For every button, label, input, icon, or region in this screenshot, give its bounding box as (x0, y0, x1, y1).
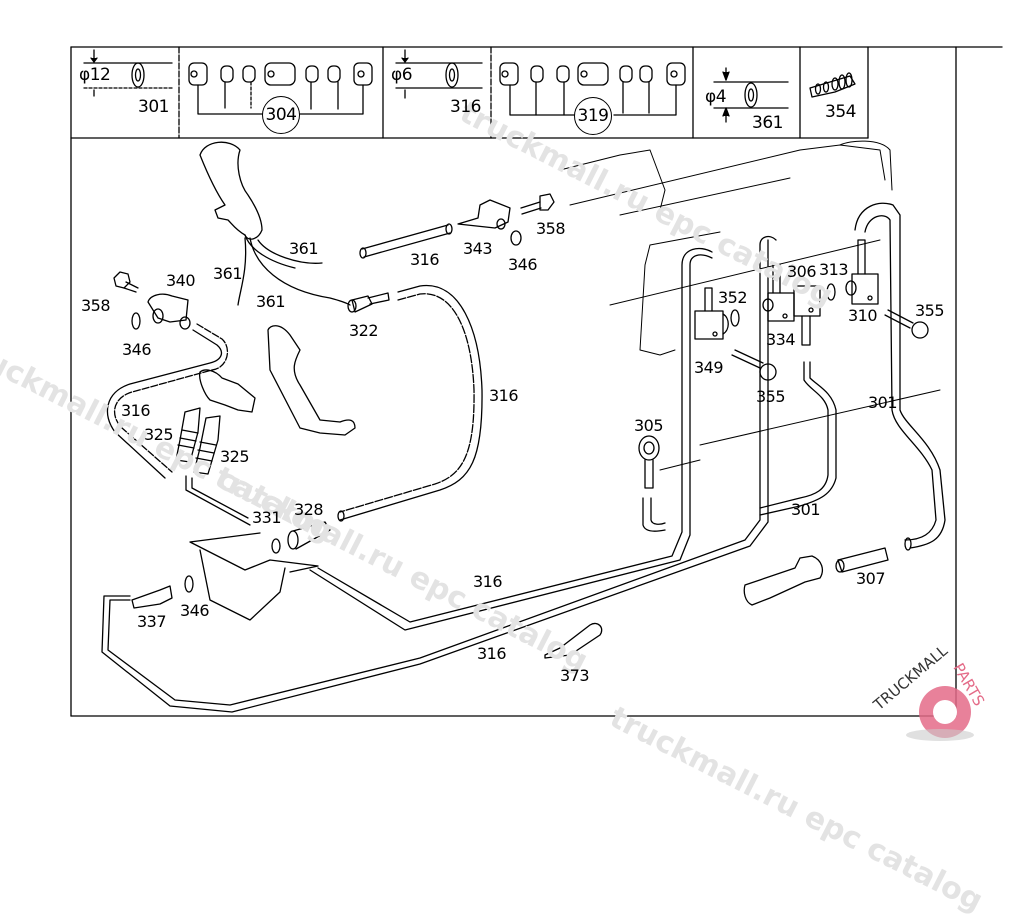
hose-icon-361 (713, 67, 789, 123)
callout-361[interactable]: 361 (213, 264, 243, 283)
valve-block-306 (793, 285, 821, 346)
callout-316[interactable]: 316 (121, 401, 151, 420)
hose-316-middle (337, 284, 483, 522)
callout-331[interactable]: 331 (252, 508, 282, 527)
callout-358[interactable]: 358 (81, 296, 111, 315)
bolt-358b (113, 271, 139, 293)
truckmallparts-logo (906, 686, 974, 741)
hose-301-right (854, 202, 946, 551)
callout-340[interactable]: 340 (166, 271, 196, 290)
washer-346b (131, 312, 141, 330)
connector-icon-354 (809, 72, 856, 98)
header-table (70, 46, 869, 139)
hose-316-left (106, 323, 229, 479)
connector-328 (287, 521, 331, 550)
hose-301-middle (759, 361, 837, 516)
callout-355[interactable]: 355 (915, 301, 945, 320)
washer-346a (510, 230, 522, 246)
callout-316[interactable]: 316 (473, 572, 503, 591)
hose-316-bottom (101, 235, 777, 713)
hose-to-331 (185, 475, 251, 526)
pedal-part-icon (267, 325, 356, 436)
connector-307 (835, 547, 889, 573)
callout-305[interactable]: 305 (634, 416, 664, 435)
hose-icon-301 (83, 49, 173, 97)
fitting-set-icon-319 (499, 62, 686, 116)
callout-352[interactable]: 352 (718, 288, 748, 307)
callout-316[interactable]: 316 (410, 250, 440, 269)
washer-313 (826, 283, 836, 301)
bracket-331 (189, 532, 319, 621)
part-number-304[interactable]: 304 (262, 96, 300, 134)
valve-body-icon (199, 369, 256, 413)
washer-346c (184, 575, 194, 593)
diameter-label-361: φ4 (705, 87, 727, 107)
engine-block-outline (559, 140, 941, 471)
callout-310[interactable]: 310 (848, 306, 878, 325)
callout-346[interactable]: 346 (122, 340, 152, 359)
diameter-label-301: φ12 (79, 65, 111, 85)
tee-fitting-340 (147, 293, 191, 330)
callout-373[interactable]: 373 (560, 666, 590, 685)
cylinder-part-icon (743, 555, 823, 606)
connector-337 (131, 585, 173, 609)
elbow-fitting-343 (457, 199, 511, 230)
callout-358[interactable]: 358 (536, 219, 566, 238)
part-number-316: 316 (450, 97, 481, 117)
bolt-355b (731, 349, 777, 381)
connector-325a (175, 407, 201, 463)
washer-331 (271, 538, 281, 554)
hose-icon-316 (395, 49, 483, 99)
short-hose-316 (359, 223, 453, 259)
callout-334[interactable]: 334 (766, 330, 796, 349)
callout-361[interactable]: 361 (256, 292, 286, 311)
valve-block-310 (845, 239, 879, 305)
bolt-358a (520, 193, 555, 215)
callout-307[interactable]: 307 (856, 569, 886, 588)
callout-322[interactable]: 322 (349, 321, 379, 340)
callout-346[interactable]: 346 (180, 601, 210, 620)
callout-313[interactable]: 313 (819, 260, 849, 279)
callout-343[interactable]: 343 (463, 239, 493, 258)
connector-322 (347, 292, 390, 313)
parts-diagram (70, 46, 1003, 741)
callout-346[interactable]: 346 (508, 255, 538, 274)
banjo-fitting-305 (638, 435, 666, 532)
callout-325[interactable]: 325 (220, 447, 250, 466)
cable-clip-373 (544, 622, 603, 659)
callout-316[interactable]: 316 (477, 644, 507, 663)
washer-352 (730, 309, 740, 327)
callout-316[interactable]: 316 (489, 386, 519, 405)
callout-361[interactable]: 361 (289, 239, 319, 258)
part-number-361: 361 (752, 113, 783, 133)
callout-301[interactable]: 301 (868, 393, 898, 412)
diameter-label-316: φ6 (391, 65, 413, 85)
callout-349[interactable]: 349 (694, 358, 724, 377)
callout-328[interactable]: 328 (294, 500, 324, 519)
callout-306[interactable]: 306 (787, 262, 817, 281)
part-number-354: 354 (825, 102, 856, 122)
callout-337[interactable]: 337 (137, 612, 167, 631)
fitting-set-icon-304 (188, 62, 373, 115)
callout-325[interactable]: 325 (144, 425, 174, 444)
part-number-319[interactable]: 319 (574, 97, 612, 135)
callout-301[interactable]: 301 (791, 500, 821, 519)
connector-325b (193, 415, 221, 475)
part-number-301: 301 (138, 97, 169, 117)
callout-355[interactable]: 355 (756, 387, 786, 406)
valve-block-349 (694, 287, 729, 340)
